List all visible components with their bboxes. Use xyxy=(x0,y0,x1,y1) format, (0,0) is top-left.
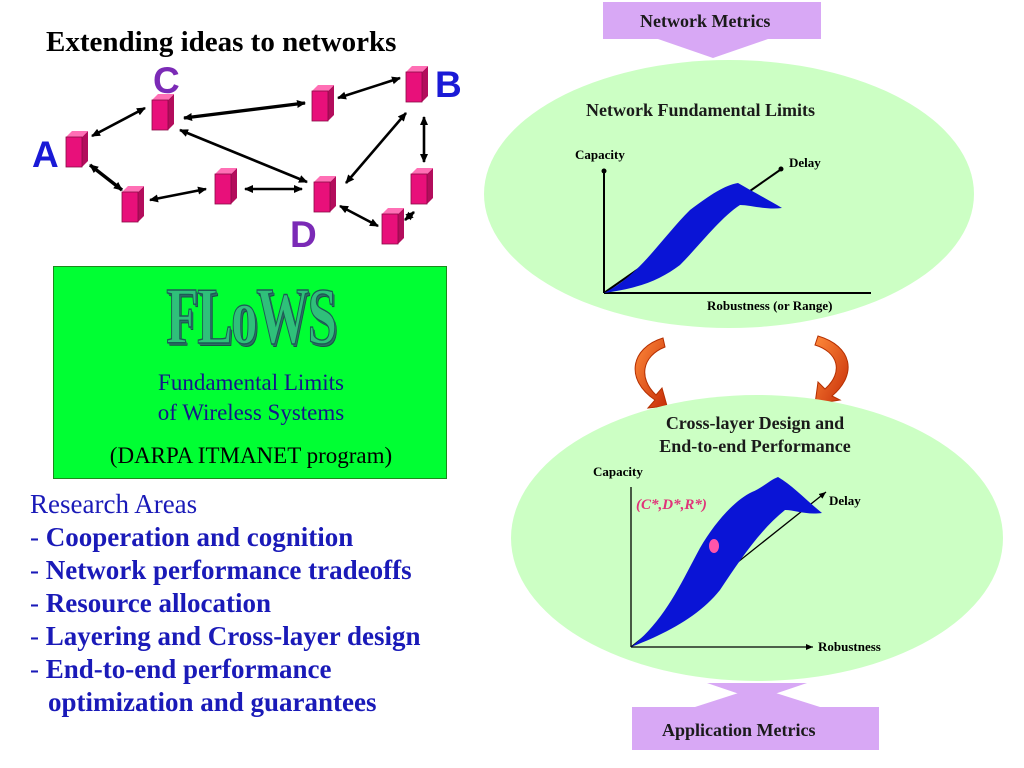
research-areas: Research Areas - Cooperation and cogniti… xyxy=(30,488,421,719)
operating-point-label: (C*,D*,R*) xyxy=(636,497,707,513)
cross-layer-title: Cross-layer Design and End-to-end Perfor… xyxy=(659,413,851,456)
edge xyxy=(345,112,407,184)
node-c-block xyxy=(151,94,174,131)
capacity-region-upper xyxy=(604,183,782,293)
application-metrics-arrow xyxy=(632,683,879,750)
node-block xyxy=(311,85,334,122)
edge xyxy=(339,204,379,228)
edge xyxy=(179,128,308,184)
cycle-arrow-right xyxy=(814,335,849,405)
network-limits-title: Network Fundamental Limits xyxy=(586,100,815,120)
flows-program: (DARPA ITMANET program) xyxy=(109,443,393,468)
research-item: - Layering and Cross-layer design xyxy=(30,621,421,651)
node-d-block xyxy=(313,176,336,213)
node-block xyxy=(121,186,144,223)
upper-y-axis-label: Capacity xyxy=(575,147,625,162)
node-block xyxy=(410,168,433,205)
node-label-a: A xyxy=(32,134,59,175)
cycle-arrow-left xyxy=(634,337,668,409)
node-block xyxy=(214,168,237,205)
lower-chart xyxy=(630,477,827,650)
network-nodes xyxy=(65,66,433,245)
flows-subtitle-line1: Fundamental Limits xyxy=(158,370,344,395)
edge xyxy=(404,211,415,221)
research-item: - Network performance tradeoffs xyxy=(30,555,412,585)
flows-box: FLoWS Fundamental Limits of Wireless Sys… xyxy=(53,266,447,479)
node-block xyxy=(381,208,404,245)
upper-delay-label: Delay xyxy=(789,155,821,170)
node-a-block xyxy=(65,131,88,168)
edge xyxy=(149,186,207,203)
network-metrics-label: Network Metrics xyxy=(640,11,771,31)
lower-delay-label: Delay xyxy=(829,493,861,508)
research-heading: Research Areas xyxy=(30,489,198,519)
node-label-b: B xyxy=(435,64,462,105)
flows-subtitle-line2: of Wireless Systems xyxy=(157,400,345,425)
lower-y-axis-label: Capacity xyxy=(593,464,643,479)
research-item-continuation: optimization and guarantees xyxy=(48,687,377,717)
capacity-region-lower xyxy=(631,477,822,647)
research-item: - Resource allocation xyxy=(30,588,271,618)
slide-title: Extending ideas to networks xyxy=(46,26,397,58)
node-b-block xyxy=(405,66,428,103)
research-item: - End-to-end performance xyxy=(30,654,332,684)
node-label-c: C xyxy=(153,60,180,101)
operating-point-marker xyxy=(709,539,719,553)
node-label-d: D xyxy=(290,214,317,255)
network-metrics-arrow xyxy=(603,2,821,58)
edge xyxy=(337,76,401,100)
research-item: - Cooperation and cognition xyxy=(30,522,354,552)
edge xyxy=(88,163,124,192)
flows-logo: FLoWS xyxy=(166,273,338,361)
edge xyxy=(183,100,306,121)
application-metrics-label: Application Metrics xyxy=(662,720,816,740)
upper-x-axis-label: Robustness (or Range) xyxy=(707,298,833,313)
network-edges xyxy=(88,76,428,228)
upper-chart xyxy=(601,166,871,294)
edge xyxy=(91,106,146,138)
lower-x-axis-label: Robustness xyxy=(818,639,881,654)
